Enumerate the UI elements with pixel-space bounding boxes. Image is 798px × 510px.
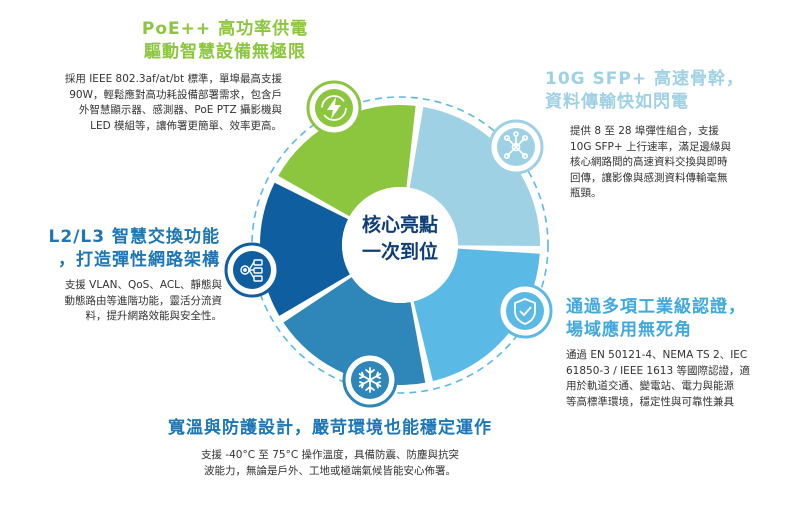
certification-title-line2: 場域應用無死角 xyxy=(566,320,692,340)
switching-title-line1: L2/L3 智慧交換功能 xyxy=(48,227,220,247)
certification-title-line1: 通過多項工業級認證， xyxy=(566,297,746,317)
sfp-description: 提供 8 至 28 埠彈性組合，支援 10G SFP+ 上行速率，滿足邊緣與 核… xyxy=(570,124,780,202)
sfp-desc-line: 10G SFP+ 上行速率，滿足邊緣與 xyxy=(570,140,732,153)
switching-desc-line: 支援 VLAN、QoS、ACL、靜態與 xyxy=(64,279,222,291)
temperature-title: 寬溫與防護設計，嚴苛環境也能穩定運作 xyxy=(120,417,540,440)
temperature-title-line1: 寬溫與防護設計，嚴苛環境也能穩定運作 xyxy=(168,418,492,438)
certification-desc-line: 用於軌道交通、變電站、電力與能源 xyxy=(566,380,734,392)
certification-description: 通過 EN 50121-4、NEMA TS 2、IEC 61850-3 / IE… xyxy=(566,348,792,410)
sfp-title-line1: 10G SFP+ 高速骨幹， xyxy=(545,69,745,89)
center-label-line2: 一次到位 xyxy=(362,240,438,263)
certification-desc-line: 通過 EN 50121-4、NEMA TS 2、IEC xyxy=(566,349,748,361)
switching-title: L2/L3 智慧交換功能 ，打造彈性網路架構 xyxy=(14,226,220,272)
center-label-line1: 核心亮點 xyxy=(362,213,438,236)
temperature-description: 支援 -40°C 至 75°C 操作溫度，具備防震、防塵與抗突 波能力，無論是戶… xyxy=(150,448,510,479)
temperature-desc-line: 支援 -40°C 至 75°C 操作溫度，具備防震、防塵與抗突 xyxy=(200,449,460,461)
poe-title-line1: PoE++ 高功率供電 xyxy=(141,19,309,39)
switching-description: 支援 VLAN、QoS、ACL、靜態與 動態路由等進階功能，靈活分流資 料，提升… xyxy=(14,278,223,325)
switching-desc-line: 動態路由等進階功能，靈活分流資 xyxy=(64,294,223,307)
snowflake-icon xyxy=(342,352,398,408)
certification-title: 通過多項工業級認證， 場域應用無死角 xyxy=(566,296,792,342)
temperature-desc-line: 波能力，無論是戶外、工地或極端氣候皆能安心佈署。 xyxy=(204,464,456,477)
network-hub-icon xyxy=(488,119,544,175)
ring-segment-poe xyxy=(278,105,416,217)
ring-segment-certification xyxy=(413,248,540,382)
dashed-orbit xyxy=(251,96,549,394)
sfp-title-line2: 資料傳輸快如閃電 xyxy=(545,92,689,112)
poe-title-line2: 驅動智慧設備無極限 xyxy=(144,42,306,62)
switching-desc-line: 料，提升網路效能與安全性。 xyxy=(85,310,223,322)
sfp-desc-line: 回傳，讓影像與感測資料傳輸毫無 xyxy=(570,171,728,184)
poe-title: PoE++ 高功率供電 驅動智慧設備無極限 xyxy=(110,18,340,64)
sfp-desc-line: 瓶頸。 xyxy=(570,187,602,199)
certification-desc-line: 等高標準環境，穩定性與可靠性兼具 xyxy=(566,395,734,408)
sfp-desc-line: 核心網路間的高速資料交換與即時 xyxy=(570,156,728,168)
ring-segment-temperature xyxy=(283,277,426,386)
center-disc xyxy=(342,187,458,303)
poe-desc-line: LED 模組等，讓佈署更簡單、效率更高。 xyxy=(90,119,282,132)
poe-desc-line: 外智慧顯示器、感測器、PoE PTZ 攝影機與 xyxy=(78,104,282,116)
switch-routing-icon xyxy=(224,242,280,298)
ring-segment-switching xyxy=(260,182,350,316)
lightning-icon xyxy=(306,80,362,136)
ring-segment-sfp xyxy=(409,106,540,246)
switching-title-line2: ，打造彈性網路架構 xyxy=(58,250,220,270)
sfp-desc-line: 提供 8 至 28 埠彈性組合，支援 xyxy=(570,125,719,137)
sfp-title: 10G SFP+ 高速骨幹， 資料傳輸快如閃電 xyxy=(545,68,785,114)
shield-check-icon xyxy=(497,283,553,339)
poe-description: 採用 IEEE 802.3af/at/bt 標準，單埠最高支援 90W，輕鬆應對… xyxy=(20,72,282,134)
poe-desc-line: 90W，輕鬆應對高功耗設備部署需求，包含戶 xyxy=(69,88,282,101)
certification-desc-line: 61850-3 / IEEE 1613 等國際認證，適 xyxy=(566,364,750,377)
poe-desc-line: 採用 IEEE 802.3af/at/bt 標準，單埠最高支援 xyxy=(64,73,282,85)
